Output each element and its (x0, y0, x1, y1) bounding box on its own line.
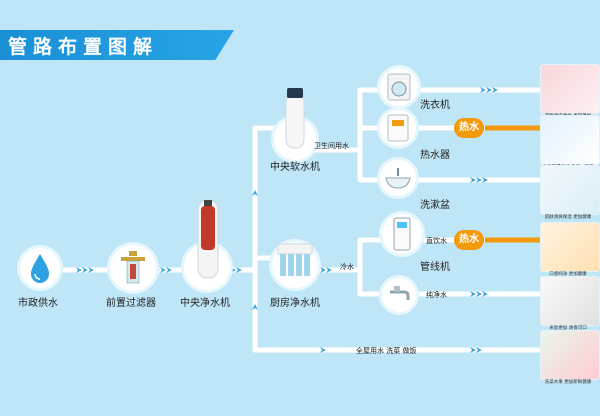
faucet-node (382, 278, 416, 312)
softener-tank-icon (285, 88, 305, 149)
hot-water-badge-1: 热水 (454, 118, 484, 138)
water-drop-icon (31, 254, 49, 283)
purifier-tank-icon (197, 199, 219, 279)
photo-hair (540, 115, 600, 165)
washbasin-node (380, 160, 416, 196)
water-heater-icon (387, 114, 409, 142)
kitchen-purifier-icon (277, 243, 313, 276)
caption-skin: 肌肤清爽保湿 更加健康 (544, 215, 592, 220)
pipe-label-bathroom: 卫生间用水 (314, 142, 349, 150)
softener-branch (297, 87, 383, 153)
photo-laundry (540, 64, 600, 114)
water-heater-label: 热水器 (420, 150, 450, 161)
washbasin-icon (385, 168, 411, 189)
title-bar: 管路布置图解 (0, 30, 234, 60)
municipal-label: 市政供水 (18, 298, 58, 309)
pipe-label-cold: 冷水 (340, 263, 354, 271)
page-title: 管路布置图解 (8, 36, 159, 58)
caption-rice: 米饭更加 清香可口 (549, 326, 587, 331)
photo-skin (540, 165, 600, 215)
photo-drinking (540, 222, 600, 272)
pipe-label-whole-house: 全屋用水 洗菜 做饭 (356, 347, 417, 355)
washing-machine-icon (387, 73, 411, 101)
caption-drinking: 口感纯净 更加健康 (549, 272, 587, 277)
photo-rice (540, 276, 600, 326)
pipe-label-pure: 纯净水 (426, 291, 447, 299)
hot-water-badge-2: 热水 (454, 230, 484, 250)
water-heater-node (380, 110, 416, 146)
central-purifier-label: 中央净水机 (180, 298, 230, 309)
pipeline-machine-label: 管线机 (420, 262, 450, 273)
prefilter-label: 前置过滤器 (106, 298, 156, 309)
faucet-icon (390, 286, 410, 300)
washbasin-label: 洗漱盆 (420, 200, 450, 211)
prefilter-icon (121, 251, 145, 284)
washer-label: 洗衣机 (420, 100, 450, 111)
municipal-node (20, 248, 60, 288)
washer-node (380, 68, 418, 106)
pipeline-machine-node (382, 214, 422, 254)
photo-vegetables (540, 330, 600, 380)
pipe-label-drinking: 直饮水 (426, 237, 447, 245)
central-softener-label: 中央软水机 (270, 162, 320, 173)
kitchen-purifier-label: 厨房净水机 (270, 298, 320, 309)
pipeline-dispenser-icon (393, 217, 411, 251)
prefilter-node (110, 245, 156, 291)
caption-vegetables: 洗菜水果 更加新鲜健康 (544, 380, 592, 385)
